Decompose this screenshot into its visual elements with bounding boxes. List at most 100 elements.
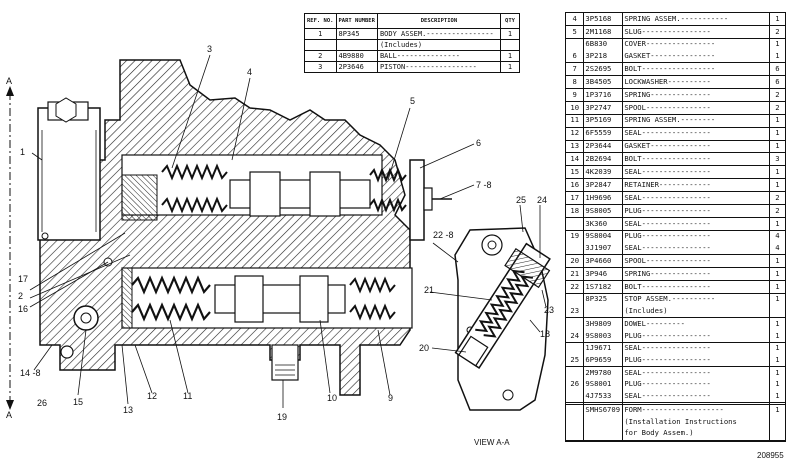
parts-table-cell-part: 3P218 <box>583 50 624 63</box>
callout-22: 22 -8 <box>433 230 454 240</box>
parts-table-cell-desc: BOLT----------------- <box>622 62 770 76</box>
parts-table-cell-qty: 1 <box>769 113 786 128</box>
parts-table-cell-qty: 1 <box>769 178 786 192</box>
parts-table-cell-ref: 18 <box>565 204 585 218</box>
parts-table-cell-qty: 4 <box>775 243 780 253</box>
callout-11: 11 <box>183 391 192 401</box>
view-a-a-drawing <box>454 227 551 411</box>
parts-table-cell-ref: 22 <box>565 280 585 294</box>
callout-24: 24 <box>537 195 547 205</box>
parts-table-cell-desc: SPOOL--------------- <box>622 100 770 115</box>
parts-table-row <box>565 439 786 441</box>
parts-table-cell-desc: LOCKWASHER---------- <box>622 75 770 89</box>
small-table-cell-part <box>335 39 378 51</box>
callout-3: 3 <box>207 44 212 54</box>
parts-table-cell-ref <box>565 216 585 231</box>
parts-table-cell-part: 1S7182 <box>583 280 624 294</box>
parts-table-cell-ref: 7 <box>565 62 585 76</box>
parts-table-cell-part: 2S2695 <box>583 62 624 76</box>
parts-table-cell-qty: 1 <box>769 165 786 179</box>
parts-table-cell-part: 3P4660 <box>583 254 624 268</box>
parts-table-cell-qty: 1 <box>769 341 786 355</box>
small-table-cell-ref: 1 <box>304 28 337 40</box>
parts-table-cell-qty: 1 <box>775 51 780 61</box>
callout-25: 25 <box>516 195 526 205</box>
parts-table-cell-ref: 11 <box>565 113 585 128</box>
callout-13: 13 <box>123 405 133 415</box>
parts-table-cell-desc: SEAL---------------- <box>622 242 770 255</box>
small-table-header-row: REF. NO. PART NUMBER DESCRIPTION QTY <box>304 13 520 29</box>
parts-table-cell-ref <box>565 439 585 441</box>
small-table-cell-desc: PISTON----------------- <box>376 61 502 73</box>
parts-table-cell-part: 4K2039 <box>583 165 624 179</box>
parts-table-cell-qty: 1 <box>769 366 786 379</box>
parts-table-cell-qty: 1 <box>769 403 786 417</box>
parts-table-cell-ref <box>565 390 585 403</box>
parts-table-cell-ref: 12 <box>565 126 585 141</box>
parts-table-cell-qty: 1 <box>775 391 780 401</box>
small-table-cell-ref: 2 <box>304 50 337 62</box>
callout-14: 14 -8 <box>20 368 41 378</box>
parts-table-cell-desc: FORM------------------- <box>622 403 770 417</box>
parts-table-cell-part: 3J1907 <box>583 242 624 255</box>
header-description: DESCRIPTION <box>376 13 502 29</box>
parts-table-cell-desc: PLUG---------------- <box>622 204 770 218</box>
parts-table-cell-qty: 2 <box>769 24 786 39</box>
callout-6: 6 <box>476 138 481 148</box>
parts-table-cell-part: 6F5559 <box>583 126 624 141</box>
header-qty: QTY <box>500 13 520 29</box>
parts-table-cell-qty: 1 <box>769 216 786 231</box>
view-label: VIEW A-A <box>474 438 510 447</box>
small-table-row: (Includes) <box>304 39 520 51</box>
parts-table-cell-qty: 1 <box>769 37 786 51</box>
parts-table-row: 23(Includes) <box>565 305 786 318</box>
header-part-number: PART NUMBER <box>335 13 378 29</box>
parts-table-cell-ref: 10 <box>565 100 585 115</box>
parts-table-cell-qty: 1 <box>775 13 780 23</box>
callout-1: 1 <box>20 147 25 157</box>
parts-table-cell-part <box>583 305 624 318</box>
parts-table-cell-qty <box>769 441 785 442</box>
small-table-cell-qty: 1 <box>500 50 520 62</box>
parts-table-cell-ref: 14 <box>565 152 585 166</box>
small-table-cell-desc: BALL--------------- <box>376 50 502 62</box>
small-table-cell-part: 2P3646 <box>335 61 378 73</box>
parts-table-cell-qty: 6 <box>769 75 786 89</box>
parts-table-cell-desc: PLUG---------------- <box>622 354 770 367</box>
callout-19: 19 <box>277 412 287 422</box>
parts-table-cell-desc: (Includes) <box>622 305 770 318</box>
parts-table-cell-ref: 25 <box>565 354 585 367</box>
callout-20: 20 <box>419 343 429 353</box>
parts-table-cell-part: 3H9809 <box>583 317 624 331</box>
parts-table-cell-part: 2M1168 <box>583 24 624 39</box>
callout-5: 5 <box>410 96 415 106</box>
parts-table-cell-qty: 1 <box>769 317 786 331</box>
callout-9: 9 <box>388 393 393 403</box>
parts-table-cell-qty: 1 <box>769 139 786 153</box>
parts-table-cell-ref <box>565 427 585 441</box>
parts-table-cell-desc: SPRING ASSEM.-------- <box>622 113 770 128</box>
parts-table-cell-desc: SEAL---------------- <box>622 165 770 179</box>
parts-table-cell-qty: 1 <box>775 330 780 340</box>
parts-table-cell-qty <box>769 439 786 441</box>
parts-table-cell-desc: SEAL---------------- <box>622 341 770 355</box>
